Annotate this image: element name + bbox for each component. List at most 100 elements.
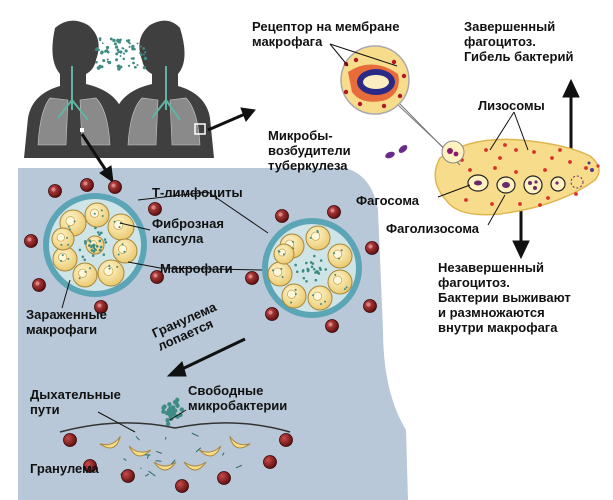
tissue-strand [155,460,162,462]
t-lymphocyte [148,202,162,216]
engulfed-bacterium [324,300,327,303]
bacterium [317,271,320,275]
airborne-bacterium [117,50,120,54]
free-bacterium [165,417,170,423]
engulfed-bacterium [290,301,293,304]
macrophage-nucleus [333,249,343,259]
engulfed-bacterium [338,257,341,260]
bacterium [309,261,313,264]
bacterium [104,241,108,244]
bacterium [90,244,94,247]
airborne-bacterium [107,60,112,65]
engulfed-bacterium [121,243,124,246]
tb-microbes [385,145,408,159]
engulfed-bacterium [280,267,283,270]
engulfed-bacterium [113,220,116,223]
airborne-bacterium [99,39,102,42]
lung-focus-box [194,123,206,135]
membrane-contact-cell [441,140,465,164]
airborne-bacterium [94,48,98,51]
t-lymphocyte [32,278,46,292]
engulfed-bacterium [67,225,70,228]
t-lymphocyte [63,433,77,447]
engulfed-bacterium [67,257,70,260]
lysosome [514,170,518,174]
bacterium [310,265,314,269]
t-lymphocyte [365,241,379,255]
bacterium [84,242,87,245]
lysosome [543,168,547,172]
t-lymphocyte-highlight [35,281,40,286]
burst-macrophage [99,435,121,449]
bacterium [90,249,94,252]
bacterium [301,270,305,273]
airborne-bacterium [95,60,98,64]
human-left-lungs [37,97,111,146]
lysosome [490,202,494,206]
bacterium [94,226,97,230]
bacterium [319,268,322,271]
airborne-bacterium [142,47,146,50]
t-lymphocyte [263,455,277,469]
engulfed-bacterium [343,288,346,291]
tissue-strand [195,447,202,453]
t-lymphocyte [217,471,231,485]
bacterium [78,248,82,252]
lysosome-dots [460,143,588,207]
lysosome [558,148,562,152]
airborne-bacterium [128,45,131,49]
airborne-bacterium [122,57,125,61]
lysosome [584,166,588,170]
tissue-strand [171,459,176,465]
bacterium [305,261,308,265]
t-lymphocyte-highlight [278,212,283,217]
t-lymphocyte [245,271,259,285]
t-lymphocyte-highlight [111,183,116,188]
burst-macrophage [198,445,222,457]
bacterium [305,279,308,283]
tissue-strand [222,452,225,456]
lysosome-pointer-1 [489,111,515,151]
arrows [80,78,580,377]
engulfed-bacterium [116,265,119,268]
bacterium [294,263,297,267]
t-lymphocyte-highlight [328,322,333,327]
airborne-bacterium [115,58,119,62]
engulfed-bacterium [67,243,70,246]
engulfed-bacterium [281,275,284,278]
airborne-bacterium [105,45,110,50]
t-lymphocyte-highlight [330,208,335,213]
macrophage-nucleus [78,268,88,278]
label-phagosome: Фагосома [356,193,420,208]
airborne-bacterium [106,58,109,61]
bacterium [88,239,91,242]
t-lymphocyte-highlight [153,273,158,278]
t-lymphocyte [275,209,289,223]
lysosome [568,160,572,164]
human-left-airway [57,66,89,121]
lysosome [514,148,518,152]
t-lymphocyte [175,479,189,493]
engulfed-bacterium [294,288,297,291]
engulfed-bacterium [101,214,104,217]
airborne-bacterium [97,48,100,52]
tissue-strand [135,436,140,441]
airborne-bacterium [119,54,122,57]
engulfed-bacterium [84,270,87,273]
t-lymphocyte-highlight [366,302,371,307]
macrophage-nucleus [273,267,283,277]
macrophage-nucleus [65,216,76,226]
bacterium [324,268,328,271]
bacterium [103,238,107,241]
human-right-lungs [127,97,201,146]
airborne-bacterium [113,42,117,46]
airborne-bacterium [122,52,126,55]
airborne-bacterium [139,45,142,48]
granuloma [245,205,379,333]
engulfed-bacterium [345,286,348,289]
engulfed-bacterium [60,259,63,262]
t-lymphocyte [94,300,108,314]
macrophage-nucleus [333,275,343,285]
